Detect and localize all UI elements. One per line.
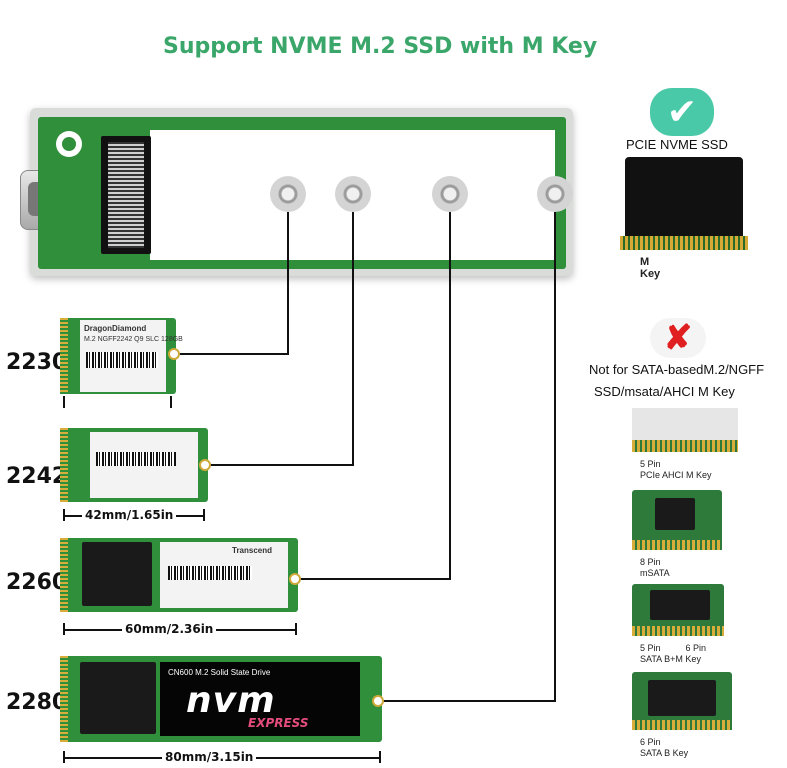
ssd-2280-express-logo: EXPRESS [248,716,309,730]
ssd-2260-tick-right [295,623,297,635]
ssd-2260-nand [82,542,152,606]
m-key-label: M Key [640,256,661,280]
ssd-2280-dimension: 80mm/3.15in [162,750,257,764]
ssd-2242-tick-left [63,509,65,521]
ssd-2280-label-panel [160,662,360,736]
thumb-sata-b-pins-label: 6 Pin [640,737,661,747]
ssd-2280-nvm-logo: nvm [186,680,276,721]
ssd-2260-notch [289,573,301,585]
nvme-ssd-pins [620,236,748,250]
ssd-2280-tick-left [63,751,65,763]
link-line-2260-h [296,578,451,580]
thumb-sata-bm-chip [650,590,710,620]
ssd-2242-tick-right [203,509,205,521]
brand-logo-inner [62,137,76,151]
ssd-2280-nand [80,662,156,734]
thumb-msata-pins [632,540,722,550]
link-line-2280-h [380,700,556,702]
size-label-2230: 2230 [6,350,68,375]
size-label-2260: 2260 [6,570,68,595]
standoff-2260 [432,176,468,212]
ssd-2242-pins [60,428,68,502]
link-line-2280 [554,212,556,701]
nvme-ssd-chip [625,157,743,249]
thumb-sata-b-pins [632,720,732,730]
standoff-2230 [270,176,306,212]
size-label-2242: 2242 [6,464,68,489]
ssd-2280-tick-right [379,751,381,763]
standoff-2280 [537,176,573,212]
thumb-msata-pins-label: 8 Pin [640,557,661,567]
thumb-sata-bm-pins-label: 5 Pin 6 Pin [640,643,707,653]
ssd-2230-tick-left [63,396,65,408]
ssd-2280-drive-name: CN600 M.2 Solid State Drive [168,668,271,677]
thumb-pcie-ahci-pins-label: 5 Pin [640,459,661,469]
ssd-2260-tick-left [63,623,65,635]
link-line-2260 [449,212,451,579]
link-line-2230 [287,212,289,354]
thumb-sata-b-chip [648,680,716,716]
ssd-2230-barcode [86,352,158,368]
ssd-2280-pins [60,656,68,742]
m2-connector-slot [108,142,144,248]
link-line-2230-h [174,353,289,355]
supported-label: PCIE NVME SSD [626,137,728,152]
thumb-pcie-ahci-label: PCIe AHCI M Key [640,470,712,480]
thumb-sata-bm-pins [632,626,724,636]
link-line-2242 [352,212,354,465]
ssd-2260-brand: Transcend [232,546,273,555]
ssd-2242-dimension: 42mm/1.65in [82,508,177,522]
ssd-2260-barcode [168,566,252,580]
page-title: Support NVME M.2 SSD with M Key [163,34,598,59]
thumb-msata-chip [655,498,695,530]
unsupported-line1: Not for SATA-basedM.2/NGFF [589,362,765,377]
ssd-2242-notch [199,459,211,471]
ssd-2280-notch [372,695,384,707]
ssd-2242-barcode [96,452,176,466]
ssd-2230-brand: DragonDiamond [84,324,147,333]
ssd-2230-pins [60,318,68,394]
thumb-msata-label: mSATA [640,568,670,578]
thumb-sata-b-label: SATA B Key [640,748,689,758]
ssd-2230-tick-right [170,396,172,408]
thumb-sata-bm-label: SATA B+M Key [640,654,701,664]
cross-mark-icon: ✘ [650,318,706,358]
ssd-2260-pins [60,538,68,612]
check-mark-icon: ✔ [650,88,714,136]
link-line-2242-h [208,464,354,466]
ssd-2230-model: M.2 NGFF2242 Q9 SLC 128GB [84,336,183,343]
standoff-2242 [335,176,371,212]
ssd-2260-dimension: 60mm/2.36in [122,622,217,636]
ssd-2230-notch [168,348,180,360]
unsupported-line2: SSD/msata/AHCI M Key [594,384,735,399]
thumb-pcie-ahci-pins [632,440,738,452]
size-label-2280: 2280 [6,690,68,715]
